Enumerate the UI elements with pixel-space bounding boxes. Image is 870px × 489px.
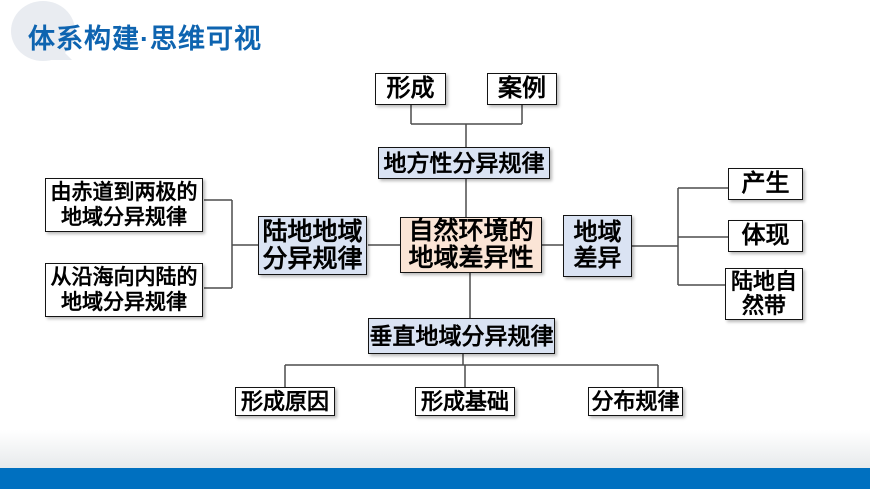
node-center-topic-line1: 自然环境的 — [408, 217, 534, 245]
node-formation-basis-label: 形成基础 — [420, 388, 509, 414]
node-local-rule-label: 地方性分异规律 — [383, 150, 545, 176]
node-embody-label: 体现 — [741, 222, 790, 249]
node-land-rule-line2: 分异规律 — [262, 244, 363, 273]
header-bubble-decoration — [11, 1, 75, 61]
node-regional-diff-line1: 地域 — [573, 219, 622, 246]
node-equator-to-poles-line1: 由赤道到两极的 — [50, 181, 198, 204]
node-center-topic-line2: 地域差异性 — [408, 244, 534, 272]
connector-right-bracket — [542, 187, 729, 286]
page-title: 体系构建·思维可视 — [28, 24, 262, 54]
node-equator-to-poles: 由赤道到两极的 地域分异规律 — [45, 178, 203, 232]
node-coast-to-inland-line2: 地域分异规律 — [61, 291, 187, 314]
node-coast-to-inland-line1: 从沿海向内陆的 — [50, 266, 198, 289]
node-land-natural-belt: 陆地自 然带 — [725, 268, 803, 320]
connector-vertical-spine — [462, 179, 471, 365]
node-local-rule: 地方性分异规律 — [378, 147, 550, 179]
node-equator-to-poles-line2: 地域分异规律 — [61, 206, 187, 229]
node-center-topic: 自然环境的 地域差异性 — [400, 217, 542, 273]
node-regional-diff-line2: 差异 — [573, 245, 622, 272]
node-produce-label: 产生 — [741, 170, 790, 197]
node-formation: 形成 — [375, 73, 446, 105]
node-land-rule-line1: 陆地地域 — [262, 217, 363, 246]
node-embody: 体现 — [728, 220, 803, 252]
node-formation-reason: 形成原因 — [235, 387, 335, 416]
node-formation-label: 形成 — [386, 75, 435, 102]
node-regional-diff: 地域 差异 — [563, 215, 632, 277]
node-produce: 产生 — [728, 168, 803, 200]
node-coast-to-inland: 从沿海向内陆的 地域分异规律 — [45, 263, 203, 317]
connector-bottom-tree — [284, 364, 659, 388]
node-vertical-rule-label: 垂直地域分异规律 — [369, 323, 554, 349]
bottom-gradient — [0, 430, 870, 468]
node-formation-reason-label: 形成原因 — [240, 388, 329, 414]
node-formation-basis: 形成基础 — [415, 387, 515, 416]
node-land-rule: 陆地地域 分异规律 — [258, 216, 367, 275]
connector-top-tree — [410, 105, 523, 148]
node-land-natural-belt-line1: 陆地自 — [730, 269, 797, 294]
node-distribution-rule-label: 分布规律 — [591, 388, 680, 414]
node-vertical-rule: 垂直地域分异规律 — [368, 318, 555, 354]
node-case-label: 案例 — [498, 75, 546, 102]
connector-left-bracket — [204, 199, 400, 289]
bottom-blue-bar — [0, 468, 870, 489]
node-distribution-rule: 分布规律 — [588, 387, 683, 416]
node-case: 案例 — [487, 73, 557, 105]
node-land-natural-belt-line2: 然带 — [741, 293, 786, 318]
